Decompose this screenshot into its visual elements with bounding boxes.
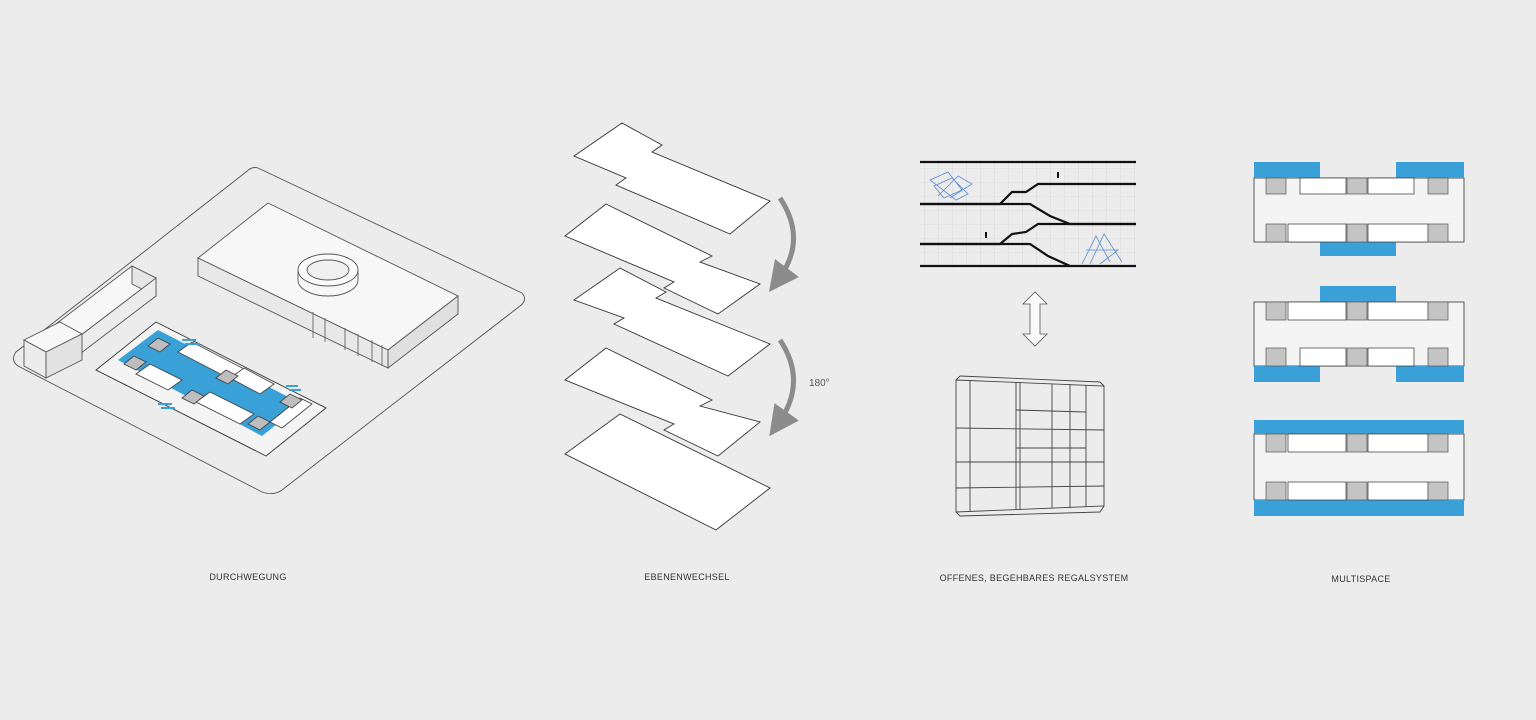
level-4 <box>564 347 761 457</box>
columns <box>312 312 383 366</box>
multispace-plan-3 <box>1253 420 1465 516</box>
site-plate <box>13 167 525 495</box>
multispace-plan-1 <box>1253 162 1465 256</box>
shelf-system <box>955 375 1105 517</box>
caption-regalsystem: OFFENES, BEGEHBARES REGALSYSTEM <box>939 573 1129 583</box>
stacked-levels <box>564 122 799 531</box>
small-building <box>23 321 83 379</box>
flow-arrows <box>158 339 301 409</box>
caption-ebenenwechsel: EBENENWECHSEL <box>644 572 730 582</box>
rotation-label: 180° <box>809 378 830 389</box>
passage-block <box>95 321 327 457</box>
main-building <box>197 202 459 369</box>
level-3 <box>573 267 771 377</box>
site-isometric <box>13 167 525 495</box>
double-arrow <box>1022 291 1048 347</box>
sketch-figures <box>929 171 1123 265</box>
side-building <box>47 265 157 361</box>
multispace-plan-2 <box>1253 286 1465 382</box>
section-drawing <box>920 160 1136 268</box>
caption-durchwegung: DURCHWEGUNG <box>209 572 287 582</box>
caption-multispace: MULTISPACE <box>1331 574 1391 584</box>
rotation-arrows <box>769 196 799 437</box>
level-1 <box>573 122 771 235</box>
level-5 <box>564 413 771 531</box>
level-2 <box>564 203 761 315</box>
